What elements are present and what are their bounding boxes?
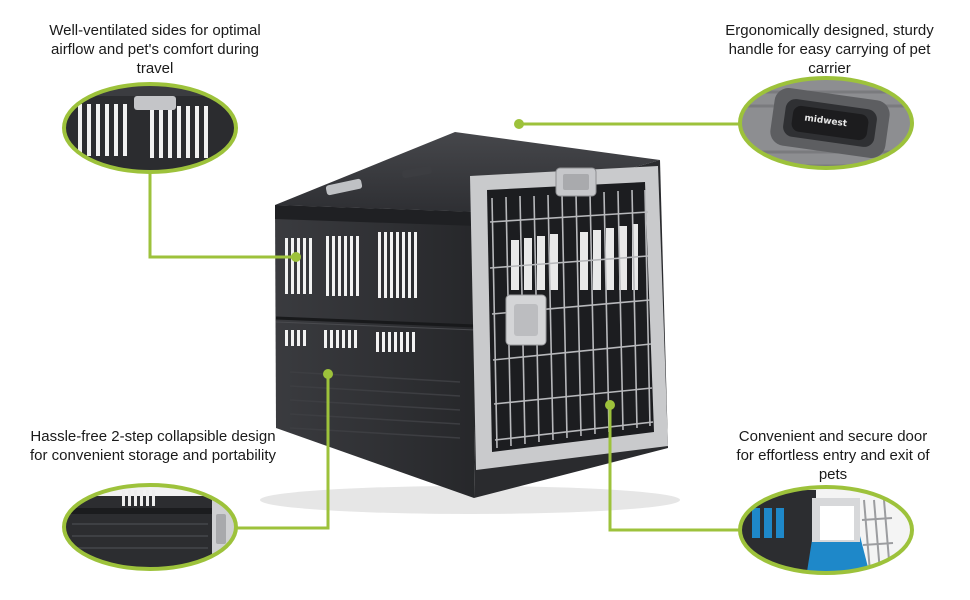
callout-lines (148, 122, 740, 532)
zoom-circle-icon (738, 485, 914, 575)
callout-dot-icon (605, 400, 615, 410)
carrier-top (275, 132, 660, 212)
zoom-circle-icon (62, 82, 238, 174)
zoom-circle-icon: midwest (738, 76, 914, 170)
lower-side-vents (285, 330, 415, 352)
callout-dot-icon (514, 119, 524, 129)
callout-dot-icon (323, 369, 333, 379)
pet-carrier (260, 132, 680, 514)
zoom-circle-icon (62, 483, 238, 571)
upper-side-vents (285, 232, 417, 298)
top-handle (325, 178, 363, 196)
feature-caption-ventilation: Well-ventilated sides for optimal airflo… (49, 22, 261, 77)
callout-dot-icon (291, 252, 301, 262)
feature-caption-handle: Ergonomically designed, sturdy handle fo… (725, 22, 934, 77)
feature-caption-door: Convenient and secure door for effortles… (736, 428, 930, 483)
feature-caption-collapsible: Hassle-free 2-step collapsible design fo… (30, 428, 276, 464)
